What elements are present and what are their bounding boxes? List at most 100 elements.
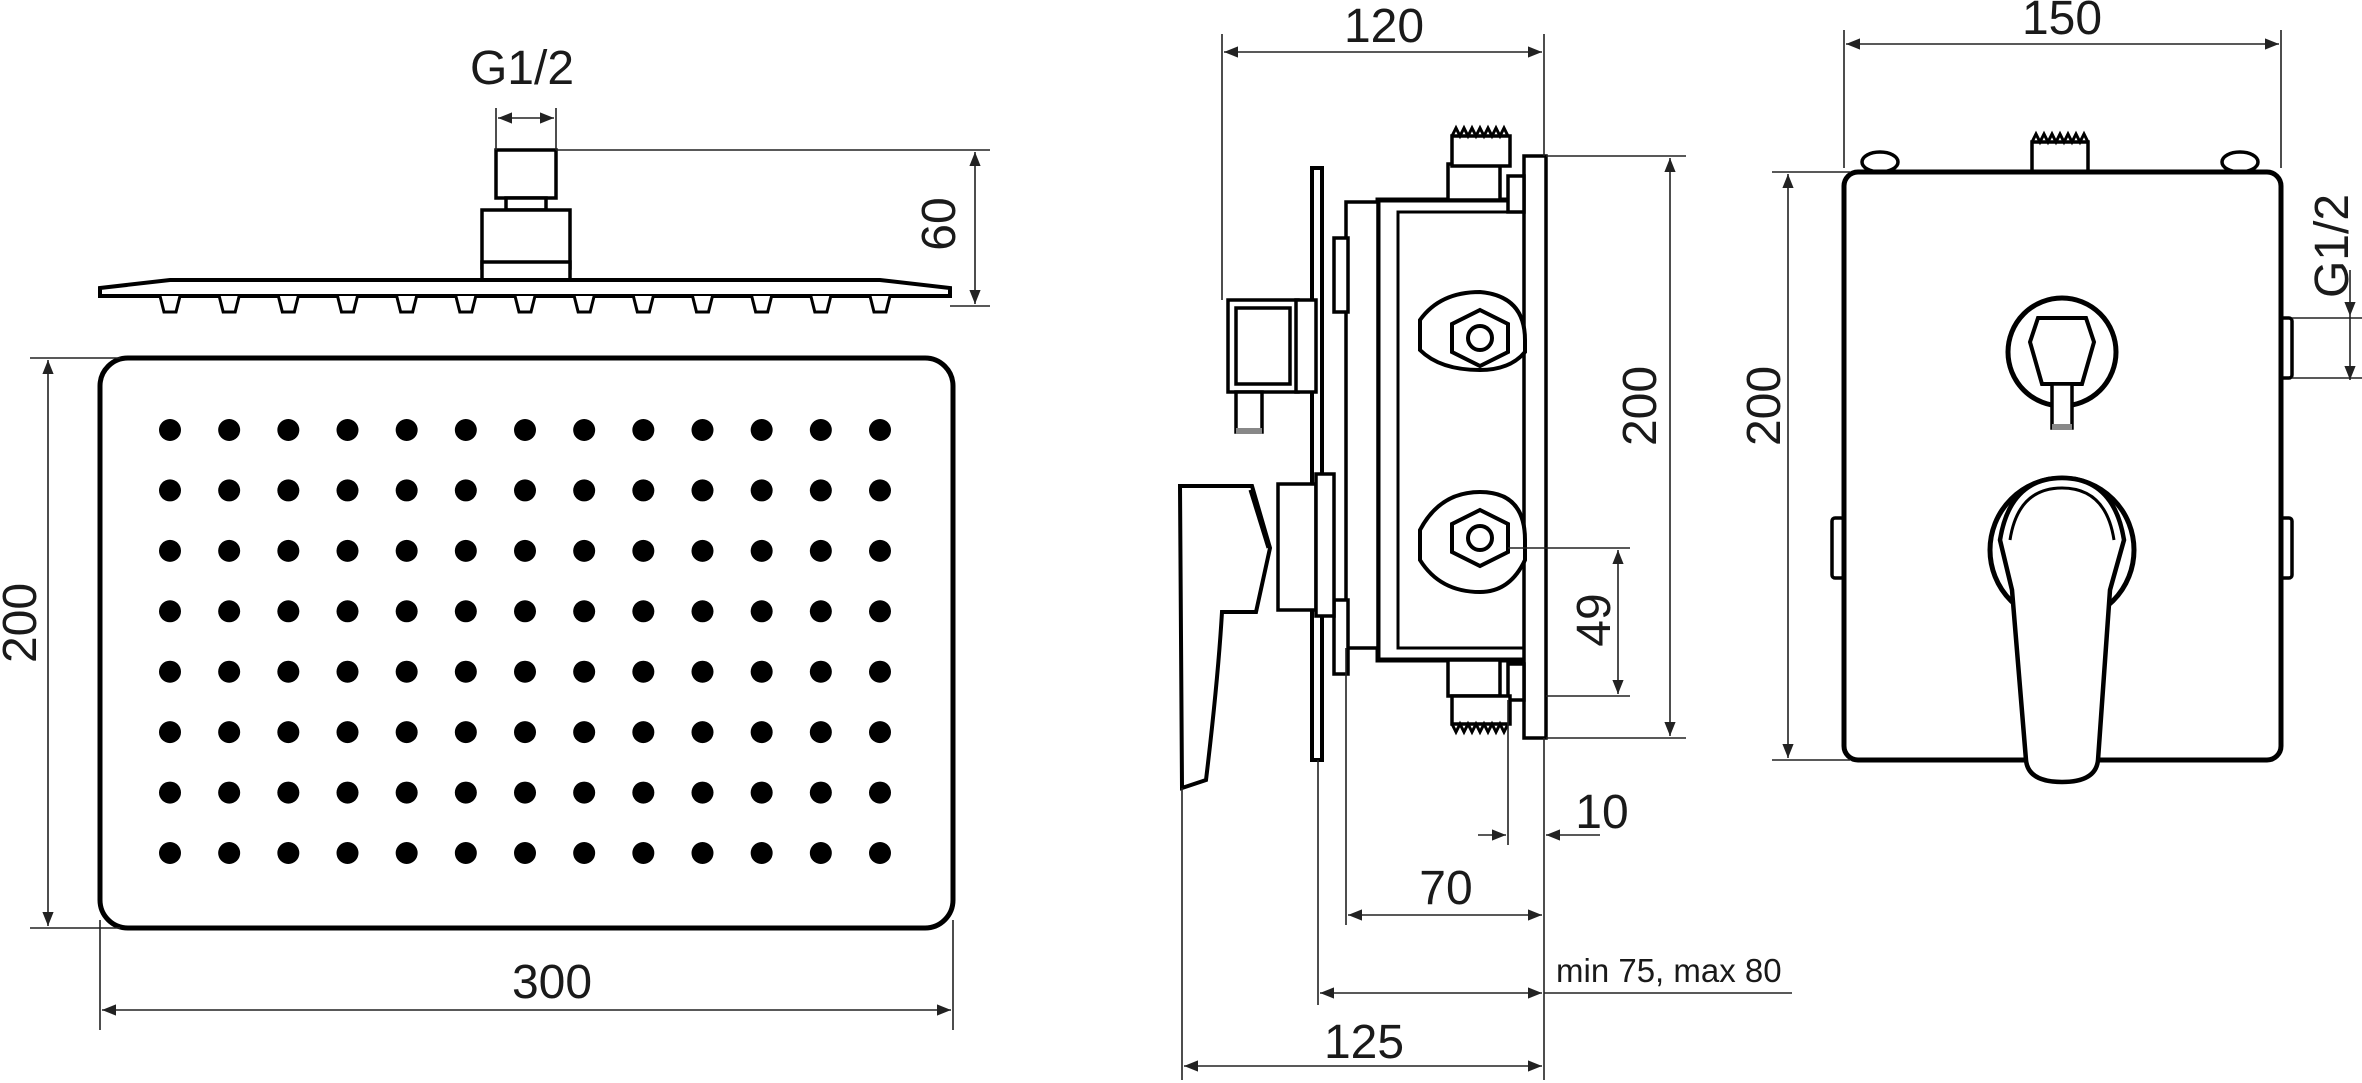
nozzle xyxy=(691,479,714,502)
shower-head-nozzle-grid xyxy=(159,419,891,864)
nozzle xyxy=(218,842,241,864)
nozzle xyxy=(454,539,477,562)
nozzle xyxy=(809,842,832,864)
side-nozzle xyxy=(158,295,182,314)
mixer-front-width-label: 150 xyxy=(2022,0,2102,45)
nozzle xyxy=(336,539,359,562)
side-nozzle xyxy=(454,295,478,314)
nozzle xyxy=(691,842,714,864)
nozzle xyxy=(632,660,655,683)
side-nozzle xyxy=(572,295,596,314)
nozzle xyxy=(277,600,300,623)
height-label: 60 xyxy=(913,197,966,250)
mixer-side-dimensions: 120 200 49 10 70 min 75, max 80 125 xyxy=(1181,0,1792,1080)
nozzle xyxy=(159,842,181,864)
nozzle xyxy=(632,721,655,744)
nozzle xyxy=(514,600,536,623)
nozzle xyxy=(159,600,181,623)
nozzle xyxy=(750,419,773,441)
mixer-inlet-bottom xyxy=(1418,489,1527,595)
nozzle xyxy=(514,781,536,804)
mixer-side-height-label: 200 xyxy=(1614,366,1667,446)
nozzle xyxy=(395,781,418,804)
nozzle xyxy=(750,539,773,562)
nozzle xyxy=(454,479,477,502)
nozzle xyxy=(159,479,181,502)
side-nozzle xyxy=(809,295,833,314)
width-label: 300 xyxy=(512,956,592,1009)
depth-label: 200 xyxy=(0,583,47,663)
thread-size-label: G1/2 xyxy=(470,42,574,95)
nozzle xyxy=(632,539,655,562)
shower-head-top-view xyxy=(97,355,956,931)
nozzle xyxy=(691,781,714,804)
nozzle xyxy=(454,600,477,623)
nozzle xyxy=(750,842,773,864)
nozzle xyxy=(277,842,300,864)
nozzle xyxy=(454,660,477,683)
nozzle xyxy=(632,479,655,502)
nozzle xyxy=(395,660,418,683)
nozzle xyxy=(573,721,596,744)
nozzle xyxy=(218,600,241,623)
nozzle xyxy=(632,600,655,623)
nozzle xyxy=(691,600,714,623)
nozzle xyxy=(395,842,418,864)
nozzle xyxy=(809,539,832,562)
inlet-offset-label: 49 xyxy=(1568,593,1621,646)
nozzle xyxy=(454,419,477,441)
nozzle xyxy=(869,479,891,502)
nozzle xyxy=(869,419,891,441)
nozzle xyxy=(218,721,241,744)
total-depth-label: 125 xyxy=(1324,1016,1404,1069)
mixer-thread-size-label: G1/2 xyxy=(2306,194,2359,298)
nozzle xyxy=(218,419,241,441)
nozzle xyxy=(336,842,359,864)
nozzle xyxy=(750,721,773,744)
nozzle xyxy=(691,660,714,683)
nozzle xyxy=(277,781,300,804)
nozzle xyxy=(336,721,359,744)
nozzle xyxy=(809,781,832,804)
shower-head-side-view xyxy=(98,148,952,314)
side-nozzle xyxy=(276,295,300,314)
side-nozzle xyxy=(336,295,359,314)
nozzle xyxy=(514,539,536,562)
mixer-inlet-top xyxy=(1418,289,1527,373)
nozzle xyxy=(691,539,714,562)
body-depth-label: 70 xyxy=(1419,862,1472,915)
nozzle xyxy=(869,781,891,804)
nozzle xyxy=(809,600,832,623)
nozzle xyxy=(514,660,536,683)
side-nozzle xyxy=(513,295,537,314)
nozzle xyxy=(159,660,181,683)
nozzle xyxy=(750,479,773,502)
nozzle xyxy=(454,781,477,804)
nozzle xyxy=(159,781,181,804)
nozzle xyxy=(336,781,359,804)
nozzle xyxy=(336,419,359,441)
side-nozzle xyxy=(750,295,774,314)
nozzle xyxy=(159,419,181,441)
mixer-front-height-label: 200 xyxy=(1738,366,1791,446)
nozzle xyxy=(809,721,832,744)
nozzle xyxy=(277,419,300,441)
side-nozzle xyxy=(868,295,892,314)
nozzle xyxy=(514,842,536,864)
nozzle xyxy=(573,600,596,623)
nozzle xyxy=(395,479,418,502)
nozzle xyxy=(454,721,477,744)
nozzle xyxy=(514,419,536,441)
nozzle xyxy=(573,660,596,683)
nozzle xyxy=(454,842,477,864)
nozzle xyxy=(395,419,418,441)
nozzle xyxy=(277,539,300,562)
nozzle xyxy=(159,539,181,562)
nozzle xyxy=(869,721,891,744)
nozzle xyxy=(869,842,891,864)
nozzle xyxy=(514,721,536,744)
side-nozzle xyxy=(217,295,241,314)
nozzle xyxy=(809,419,832,441)
mixer-front-view xyxy=(1830,130,2294,785)
